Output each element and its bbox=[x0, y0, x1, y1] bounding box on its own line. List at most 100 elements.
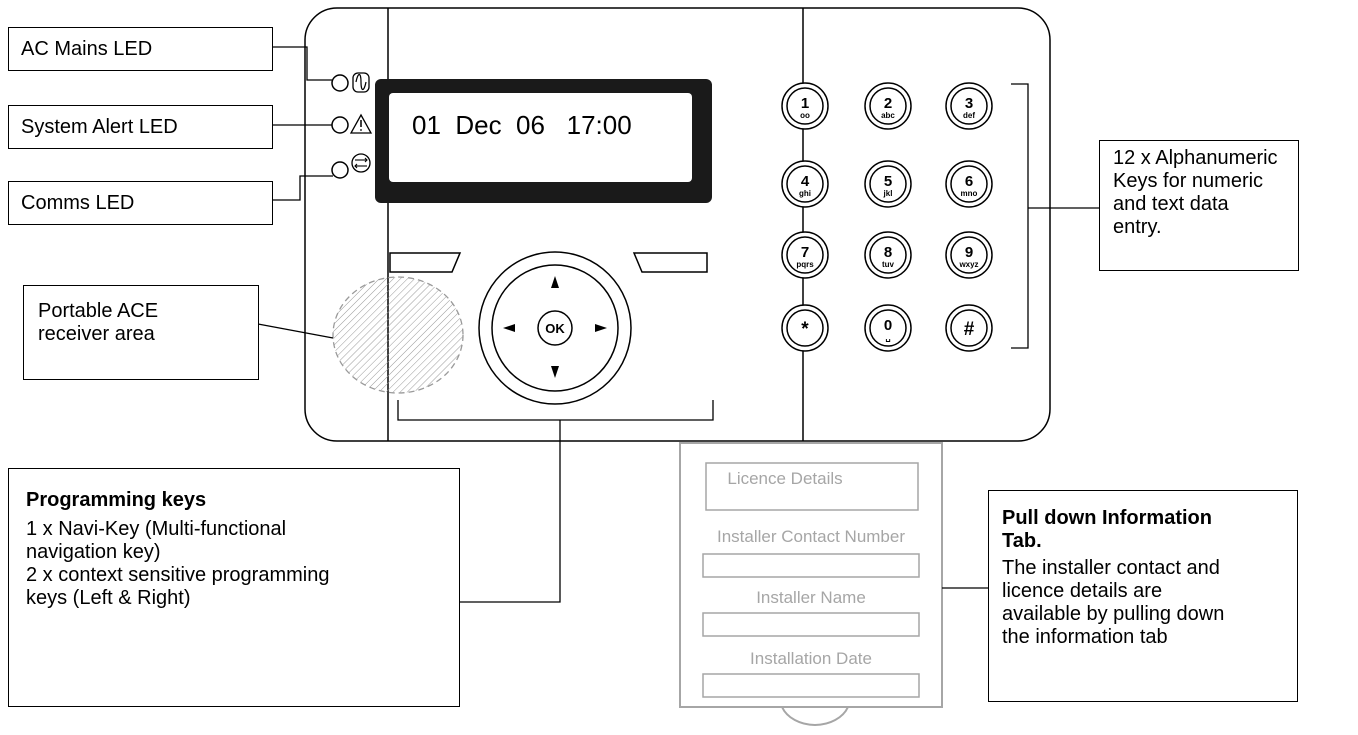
key-inner-ring bbox=[786, 309, 824, 347]
alphanumeric-label-line-1: 12 x Alphanumeric bbox=[1113, 147, 1278, 169]
key-inner-ring bbox=[869, 236, 907, 274]
ac-mains-leader bbox=[272, 46, 332, 81]
key-sub-label: jkl bbox=[883, 189, 893, 198]
comms-label-box: Comms LED bbox=[8, 181, 273, 225]
alphanumeric-label-box: 12 x Alphanumeric Keys for numeric and t… bbox=[1099, 140, 1299, 271]
key-inner-ring bbox=[869, 165, 907, 203]
key-hash[interactable]: # bbox=[945, 304, 993, 352]
info-tab-line-1: The installer contact and bbox=[1002, 557, 1220, 579]
navi-ok-button[interactable]: OK bbox=[537, 310, 573, 346]
key-inner-ring bbox=[786, 87, 824, 125]
comms-led bbox=[331, 161, 349, 179]
programming-keys-bracket bbox=[397, 400, 714, 421]
key-sub-label: def bbox=[963, 111, 975, 120]
key-inner-ring bbox=[869, 309, 907, 347]
arrow-left-icon[interactable] bbox=[503, 324, 515, 332]
key-main-label: 0 bbox=[884, 317, 892, 334]
lcd-date-time: 01 Dec 06 17:00 bbox=[412, 110, 632, 140]
programming-keys-title: Programming keys bbox=[26, 489, 207, 511]
arrow-right-icon[interactable] bbox=[595, 324, 607, 332]
key-main-label: 3 bbox=[965, 95, 973, 112]
key-main-label: 9 bbox=[965, 244, 973, 261]
alphanumeric-label-line-3: and text data bbox=[1113, 193, 1229, 215]
alphanumeric-bracket bbox=[1011, 83, 1029, 349]
system-alert-label-box: System Alert LED bbox=[8, 105, 273, 149]
key-main-label: 1 bbox=[801, 95, 809, 112]
programming-keys-line-1: 1 x Navi-Key (Multi-functional bbox=[26, 518, 287, 540]
licence-details-label: Licence Details bbox=[727, 469, 842, 488]
installer-name-label: Installer Name bbox=[756, 588, 866, 607]
key-inner-ring bbox=[950, 236, 988, 274]
key-inner-ring bbox=[786, 236, 824, 274]
system-alert-led bbox=[331, 116, 349, 134]
right-soft-key[interactable] bbox=[632, 252, 708, 273]
programming-keys-label-box: Programming keys 1 x Navi-Key (Multi-fun… bbox=[8, 468, 460, 707]
ace-receiver-label-box: Portable ACE receiver area bbox=[23, 285, 259, 380]
info-tab-title-line-2: Tab. bbox=[1002, 530, 1042, 552]
key-main-label: # bbox=[964, 319, 975, 340]
installer-contact-number-field bbox=[702, 553, 920, 578]
key-star[interactable]: * bbox=[781, 304, 829, 352]
info-tab-line-2: licence details are bbox=[1002, 580, 1163, 602]
installer-contact-number-label: Installer Contact Number bbox=[717, 527, 905, 546]
ac-mains-label: AC Mains LED bbox=[21, 37, 153, 60]
programming-keys-leader bbox=[460, 420, 561, 603]
key-sub-label: ␣ bbox=[885, 333, 890, 342]
ac-sine-icon bbox=[352, 72, 370, 93]
licence-details-field bbox=[705, 462, 919, 511]
alphanumeric-label-line-2: Keys for numeric bbox=[1113, 170, 1264, 192]
key-main-label: 8 bbox=[884, 244, 892, 261]
info-tab-title-line-1: Pull down Information bbox=[1002, 507, 1212, 529]
programming-keys-line-4: keys (Left & Right) bbox=[26, 587, 191, 609]
key-sub-label: mno bbox=[961, 189, 978, 198]
ace-receiver-label-line-1: Portable ACE bbox=[38, 300, 159, 322]
arrow-up-icon[interactable] bbox=[551, 276, 559, 288]
ac-mains-led bbox=[331, 74, 349, 92]
info-tab-pull[interactable] bbox=[781, 706, 849, 727]
key-main-label: * bbox=[801, 319, 809, 340]
key-sub-label: pqrs bbox=[796, 260, 814, 269]
key-sub-label: abc bbox=[881, 111, 895, 120]
navi-ok-label: OK bbox=[545, 321, 565, 336]
key-0[interactable]: 0␣ bbox=[864, 304, 912, 352]
comms-leader bbox=[272, 175, 333, 201]
arrow-down-icon[interactable] bbox=[551, 366, 559, 378]
key-sub-label: ghi bbox=[799, 189, 811, 198]
key-main-label: 5 bbox=[884, 173, 892, 190]
info-tab-line-3: available by pulling down bbox=[1002, 603, 1225, 625]
key-inner-ring bbox=[786, 165, 824, 203]
key-sub-label: tuv bbox=[882, 260, 895, 269]
installation-date-label: Installation Date bbox=[750, 649, 872, 668]
ace-receiver-area bbox=[332, 276, 464, 394]
system-alert-label: System Alert LED bbox=[21, 115, 178, 138]
info-tab-title: Pull down Information Tab. bbox=[1002, 507, 1297, 553]
ace-receiver-leader bbox=[257, 323, 334, 339]
key-sub-label: oo bbox=[800, 111, 810, 120]
key-inner-ring bbox=[950, 309, 988, 347]
ace-receiver-label-line-2: receiver area bbox=[38, 323, 155, 345]
info-tab-label-box: Pull down Information Tab. The installer… bbox=[988, 490, 1298, 702]
left-soft-key[interactable] bbox=[389, 252, 462, 273]
key-inner-ring bbox=[869, 87, 907, 125]
warning-triangle-icon bbox=[349, 113, 373, 134]
programming-keys-line-2: navigation key) bbox=[26, 541, 161, 563]
info-tab-line-4: the information tab bbox=[1002, 626, 1168, 648]
comms-arrows-icon bbox=[351, 153, 371, 173]
installer-name-field bbox=[702, 612, 920, 637]
key-1[interactable]: 1oo bbox=[781, 82, 829, 130]
comms-label: Comms LED bbox=[21, 191, 135, 214]
installation-date-field bbox=[702, 673, 920, 698]
ac-mains-label-box: AC Mains LED bbox=[8, 27, 273, 71]
key-main-label: 6 bbox=[965, 173, 973, 190]
key-main-label: 7 bbox=[801, 244, 809, 261]
